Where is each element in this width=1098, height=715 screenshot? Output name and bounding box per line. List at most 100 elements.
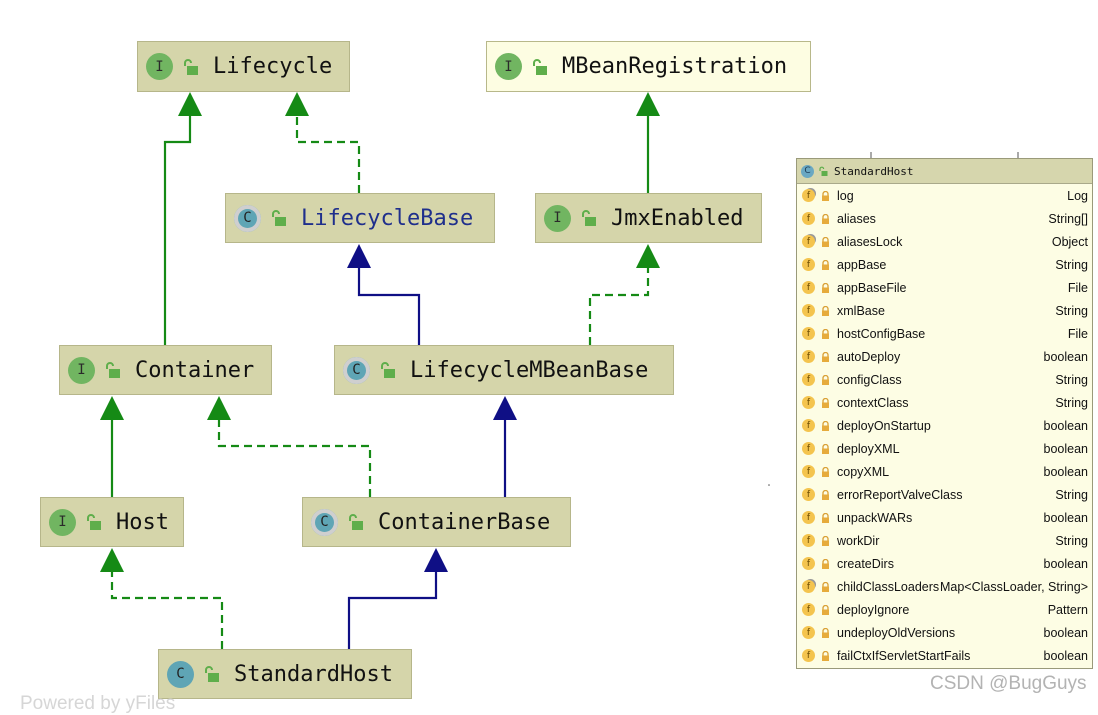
field-name: deployXML <box>837 441 900 456</box>
field-name: xmlBase <box>837 303 885 318</box>
unlocked-icon <box>582 210 596 226</box>
node-name: Container <box>135 357 255 383</box>
field-icon: f <box>802 419 815 432</box>
field-icon: f <box>802 304 815 317</box>
node-mbean-registration[interactable]: I MBeanRegistration <box>486 41 811 92</box>
field-type: String <box>1055 533 1088 548</box>
private-lock-icon <box>822 236 829 247</box>
arrow-head <box>100 548 124 572</box>
field-icon: f <box>802 212 815 225</box>
field-name: log <box>837 188 854 203</box>
yfiles-footer: Powered by yFiles <box>20 693 176 714</box>
field-icon: f <box>802 396 815 409</box>
abstract-class-icon: C <box>234 204 261 232</box>
private-lock-icon <box>822 328 829 339</box>
edge-standardhost-host <box>110 564 224 649</box>
private-lock-icon <box>822 374 829 385</box>
field-type: boolean <box>1043 510 1089 525</box>
arrow-head <box>636 244 660 268</box>
field-icon: f <box>802 465 815 478</box>
field-type: String <box>1055 372 1088 387</box>
abstract-class-icon: C <box>343 356 370 384</box>
unlocked-icon <box>106 362 120 378</box>
node-standard-host[interactable]: C StandardHost <box>158 649 412 699</box>
class-icon: C <box>167 660 194 688</box>
field-name: aliases <box>837 211 876 226</box>
field-icon: f <box>802 235 815 248</box>
field-icon: f <box>802 350 815 363</box>
field-row[interactable]: f createDirs boolean <box>797 552 1092 575</box>
node-name: JmxEnabled <box>611 205 744 231</box>
unlocked-icon <box>87 514 101 530</box>
field-type: boolean <box>1043 625 1089 640</box>
field-icon: f <box>802 488 815 501</box>
field-type: String <box>1055 395 1088 410</box>
field-type: boolean <box>1043 556 1089 571</box>
field-type: String <box>1055 257 1088 272</box>
unlocked-icon <box>533 58 547 75</box>
field-name: createDirs <box>837 556 894 571</box>
node-lifecycle-mbean-base[interactable]: C LifecycleMBeanBase <box>334 345 674 395</box>
node-name: Host <box>116 509 169 535</box>
node-name: LifecycleBase <box>301 205 474 231</box>
panel-header: C StandardHost <box>797 159 1092 184</box>
field-name: deployIgnore <box>837 602 910 617</box>
field-row[interactable]: f undeployOldVersions boolean <box>797 621 1092 644</box>
private-lock-icon <box>822 558 829 569</box>
node-name: Lifecycle <box>213 54 333 79</box>
node-host[interactable]: I Host <box>40 497 184 547</box>
field-name: failCtxIfServletStartFails <box>837 648 971 663</box>
interface-icon: I <box>146 53 173 80</box>
private-lock-icon <box>822 627 829 638</box>
arrow-head <box>100 396 124 420</box>
private-lock-icon <box>822 305 829 316</box>
unlocked-icon <box>184 58 198 75</box>
node-name: StandardHost <box>234 661 393 687</box>
arrow-head <box>493 396 517 420</box>
abstract-class-icon: C <box>311 508 338 536</box>
private-lock-icon <box>822 512 829 523</box>
field-name: undeployOldVersions <box>837 625 956 640</box>
node-container-base[interactable]: C ContainerBase <box>302 497 571 547</box>
field-icon: f <box>802 626 815 639</box>
field-icon: f <box>802 557 815 570</box>
field-name: errorReportValveClass <box>837 487 963 502</box>
edge-standardhost-containerbase <box>347 564 438 649</box>
field-name: aliasesLock <box>837 234 903 249</box>
node-lifecycle[interactable]: I Lifecycle <box>137 41 350 92</box>
private-lock-icon <box>822 397 829 408</box>
field-name: copyXML <box>837 464 890 479</box>
field-type: String <box>1055 303 1088 318</box>
node-lifecycle-base[interactable]: C LifecycleBase <box>225 193 495 243</box>
field-row[interactable]: f copyXML boolean <box>797 460 1092 483</box>
node-name: LifecycleMBeanBase <box>410 357 649 383</box>
field-row[interactable]: f xmlBase String <box>797 299 1092 322</box>
arrow-head <box>178 92 202 116</box>
node-container[interactable]: I Container <box>59 345 272 395</box>
field-name: deployOnStartup <box>837 418 931 433</box>
node-jmx-enabled[interactable]: I JmxEnabled <box>535 193 762 243</box>
edge-container-lifecycle <box>163 108 192 345</box>
field-type: boolean <box>1043 464 1089 479</box>
node-name: ContainerBase <box>378 509 551 535</box>
field-icon: f <box>802 511 815 524</box>
